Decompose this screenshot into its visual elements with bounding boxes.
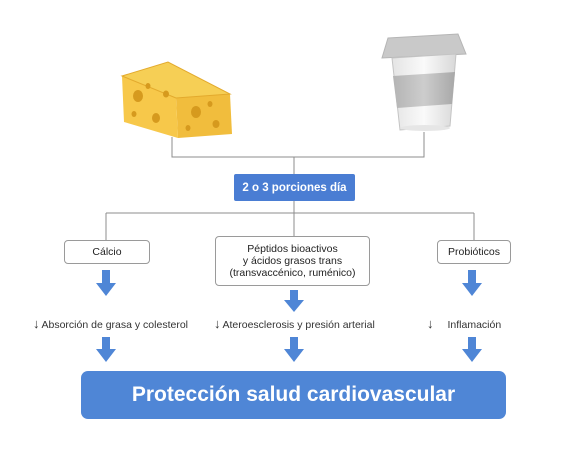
connector-yogurt bbox=[294, 132, 425, 158]
effect-absorcion-text: Absorción de grasa y colesterol bbox=[41, 319, 189, 331]
probioticos-box: Probióticos bbox=[437, 240, 511, 264]
effect-absorcion: ↓Absorción de grasa y colesterol bbox=[33, 316, 188, 331]
final-outcome-box: Protección salud cardiovascular bbox=[81, 371, 506, 419]
effect-inflamacion: ↓ Inflamación bbox=[427, 316, 501, 331]
arrow-down-icon bbox=[96, 270, 116, 296]
arrow-down-icon bbox=[284, 290, 304, 312]
peptidos-box: Péptidos bioactivos y ácidos grasos tran… bbox=[215, 236, 370, 286]
arrow-down-icon bbox=[284, 337, 304, 362]
cheese-wedge-icon bbox=[120, 61, 232, 138]
down-arrow-icon: ↓ bbox=[214, 316, 221, 331]
arrow-down-icon bbox=[462, 337, 482, 362]
down-arrow-icon: ↓ bbox=[33, 316, 40, 331]
effect-ateroesclerosis: ↓Ateroesclerosis y presión arterial bbox=[214, 316, 375, 331]
effect-ateroesclerosis-text: Ateroesclerosis y presión arterial bbox=[222, 319, 375, 331]
arrow-down-icon bbox=[462, 270, 482, 296]
down-arrow-icon: ↓ bbox=[427, 316, 434, 331]
arrow-down-icon bbox=[96, 337, 116, 362]
yogurt-cup-icon bbox=[381, 33, 467, 131]
effect-inflamacion-text: Inflamación bbox=[447, 319, 502, 331]
calcio-box: Cálcio bbox=[64, 240, 150, 264]
connector-cheese bbox=[171, 137, 294, 158]
portions-box: 2 o 3 porciones día bbox=[234, 174, 355, 201]
